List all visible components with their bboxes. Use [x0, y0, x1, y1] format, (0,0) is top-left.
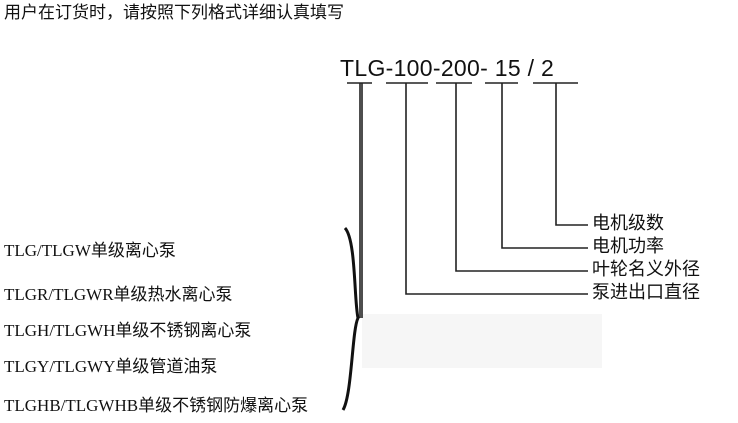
shaded-area	[362, 314, 602, 368]
pump-type-item: TLGH/TLGWH单级不锈钢离心泵	[4, 321, 252, 340]
pump-type-item: TLG/TLGW单级离心泵	[4, 241, 176, 260]
pump-type-item: TLGHB/TLGWHB单级不锈钢防爆离心泵	[4, 396, 309, 415]
connector-poles	[555, 83, 588, 226]
label-impeller-diameter: 叶轮名义外径	[592, 259, 700, 280]
pump-type-item: TLGR/TLGWR单级热水离心泵	[4, 285, 233, 304]
label-motor-power: 电机功率	[592, 236, 664, 257]
instruction-title: 用户在订货时，请按照下列格式详细认真填写	[4, 3, 344, 23]
connector-port	[405, 83, 588, 295]
model-code: TLG-100-200- 15 / 2	[340, 55, 555, 81]
pump-type-item: TLGY/TLGWY单级管道油泵	[4, 357, 218, 376]
brace-icon	[341, 226, 360, 411]
connector-power	[501, 83, 588, 249]
connector-impeller	[455, 83, 588, 272]
label-port-diameter: 泵进出口直径	[592, 282, 700, 303]
label-motor-poles: 电机级数	[592, 213, 664, 234]
